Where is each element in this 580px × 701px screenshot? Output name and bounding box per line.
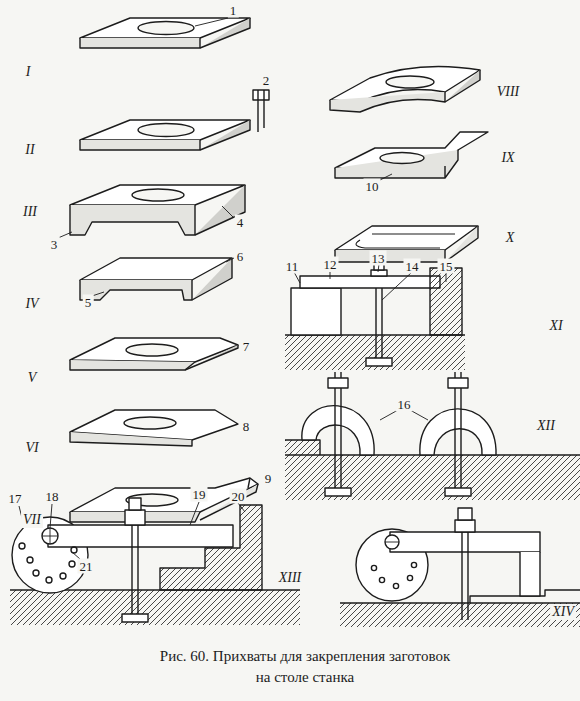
callout-number: 14 xyxy=(404,259,421,274)
callout-number: 12 xyxy=(322,257,339,272)
callout-number: 3 xyxy=(49,237,60,252)
callout-number: 13 xyxy=(370,251,387,266)
callout-number: 17 xyxy=(7,491,24,506)
figure-numeral: XIII xyxy=(277,570,304,586)
callout-number: 6 xyxy=(235,249,246,264)
figure-caption: Рис. 60. Прихваты для закрепления загото… xyxy=(155,646,455,688)
callout-number: 8 xyxy=(241,419,252,434)
figure-numeral: VIII xyxy=(495,84,522,100)
callout-number: 4 xyxy=(235,215,246,230)
callout-number: 16 xyxy=(396,397,413,412)
figure-numeral: VI xyxy=(23,440,40,456)
callout-number: 5 xyxy=(83,295,94,310)
figure-numeral: V xyxy=(26,370,39,386)
figure-numeral: IX xyxy=(499,150,516,166)
callout-number: 19 xyxy=(191,487,208,502)
callout-number: 2 xyxy=(261,73,272,88)
callout-number: 9 xyxy=(263,471,274,486)
figure-numeral: XII xyxy=(535,418,557,434)
figure-numeral: IV xyxy=(23,296,40,312)
callout-number: 10 xyxy=(364,179,381,194)
callout-number: 21 xyxy=(78,559,95,574)
figure-numeral: III xyxy=(21,204,39,220)
callout-number: 7 xyxy=(241,339,252,354)
figure-numeral: II xyxy=(23,142,36,158)
figure-numeral: VII xyxy=(21,512,43,528)
figure-numeral: XIV xyxy=(550,604,576,620)
callout-number: 11 xyxy=(284,259,301,274)
callout-number: 18 xyxy=(44,489,61,504)
callout-number: 20 xyxy=(230,489,247,504)
figure-numeral: I xyxy=(24,64,33,80)
callout-number: 15 xyxy=(438,259,455,274)
figure-numeral: X xyxy=(504,230,517,246)
figure-numeral: XI xyxy=(547,318,564,334)
callout-number: 1 xyxy=(228,3,239,18)
